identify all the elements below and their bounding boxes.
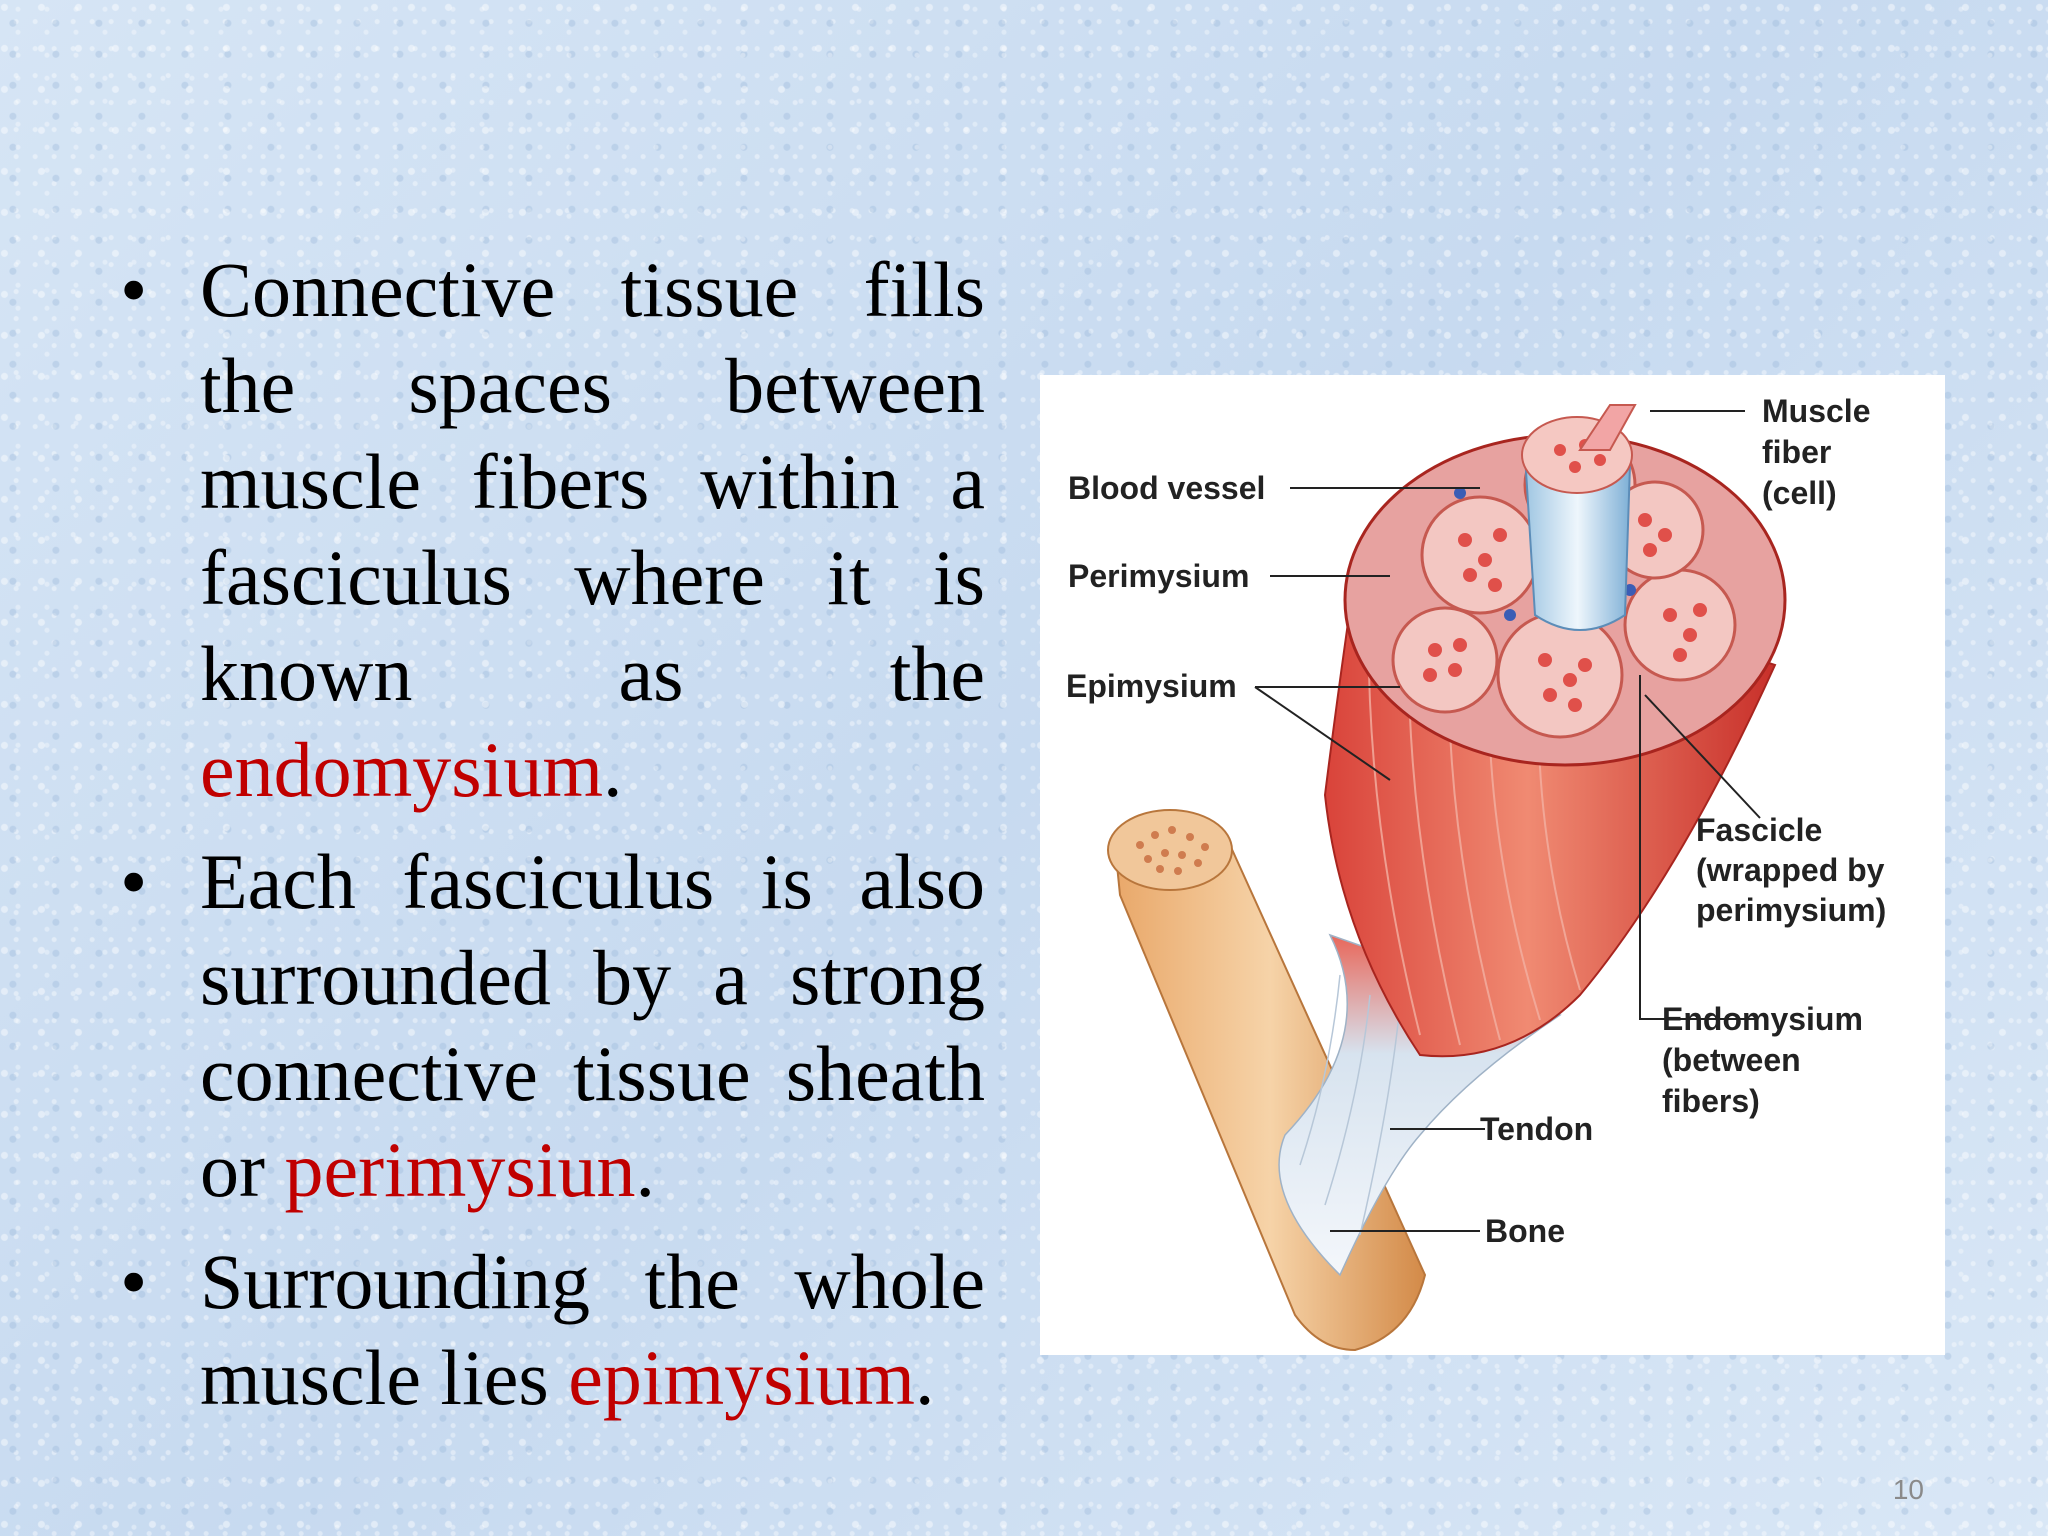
- highlight-term: epimysium: [568, 1334, 915, 1421]
- label-endomysium-1: Endomysium: [1662, 1001, 1863, 1037]
- bullet-marker: •: [120, 246, 148, 333]
- bullet-item-perimysium: • Each fasciculus is also surrounded by …: [120, 834, 985, 1218]
- label-endomysium-3: fibers): [1662, 1083, 1760, 1119]
- label-perimysium: Perimysium: [1068, 558, 1249, 594]
- bullet-text: Surrounding the whole muscle lies: [200, 1238, 985, 1421]
- label-blood-vessel: Blood vessel: [1068, 470, 1265, 506]
- slide-number: 10: [1892, 1474, 1924, 1505]
- label-epimysium: Epimysium: [1066, 668, 1237, 704]
- bullet-item-endomysium: • Connective tissue fills the spaces bet…: [120, 242, 985, 818]
- bullet-marker: •: [120, 1238, 148, 1325]
- leader-lines: [1254, 410, 1761, 1232]
- figure-labels: Blood vessel Perimysium Epimysium Muscle…: [1066, 393, 1886, 1249]
- slide-text: • Connective tissue fills the spaces bet…: [120, 242, 985, 1442]
- bullet-end: .: [603, 726, 623, 813]
- bullet-end: .: [635, 1126, 655, 1213]
- bullet-end: .: [914, 1334, 935, 1421]
- muscle-anatomy-figure: Blood vessel Perimysium Epimysium Muscle…: [1040, 375, 1945, 1355]
- bullet-text: Each fasciculus is also surrounded by a …: [200, 838, 985, 1213]
- label-fascicle-2: (wrapped by: [1696, 852, 1885, 888]
- muscle-diagram: Blood vessel Perimysium Epimysium Muscle…: [1066, 393, 1886, 1352]
- label-muscle-fiber-1: Muscle: [1762, 393, 1870, 429]
- label-endomysium-2: (between: [1662, 1042, 1801, 1078]
- label-fascicle-3: perimysium): [1696, 892, 1886, 928]
- label-bone: Bone: [1485, 1213, 1565, 1249]
- label-muscle-fiber-3: (cell): [1762, 475, 1837, 511]
- bullet-text: Connective tissue fills the spaces betwe…: [200, 246, 985, 717]
- bullet-item-epimysium: • Surrounding the whole muscle lies epim…: [120, 1234, 985, 1426]
- highlight-term: perimysiun: [284, 1126, 636, 1213]
- bullet-marker: •: [120, 838, 148, 925]
- highlight-term: endomysium: [200, 726, 603, 813]
- fascicle-cylinder: [1521, 404, 1637, 631]
- label-fascicle-1: Fascicle: [1696, 812, 1822, 848]
- label-muscle-fiber-2: fiber: [1762, 434, 1831, 470]
- label-tendon: Tendon: [1480, 1111, 1593, 1147]
